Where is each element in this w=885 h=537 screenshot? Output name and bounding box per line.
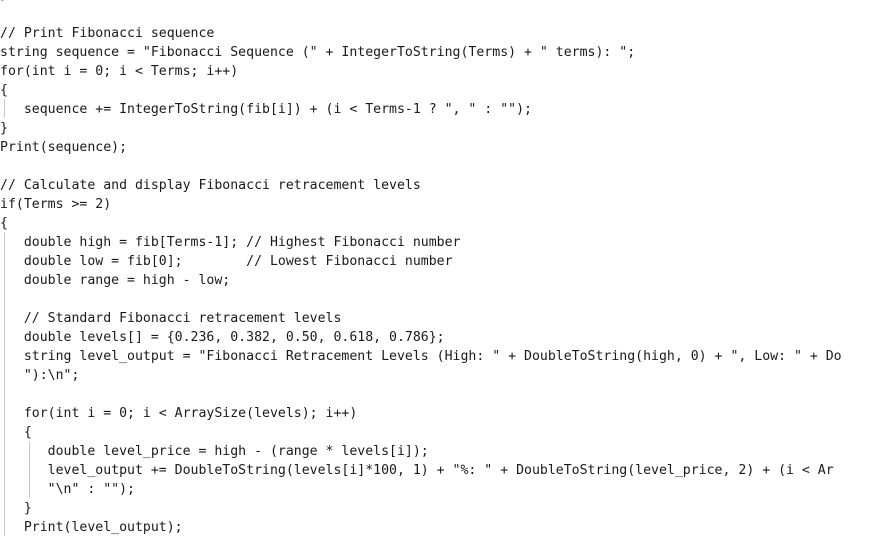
code-line: "\n" : ""); (0, 482, 135, 497)
code-line: sequence += IntegerToString(fib[i]) + (i… (0, 102, 532, 117)
code-line: double low = fib[0]; // Lowest Fibonacci… (0, 254, 453, 269)
code-line: double high = fib[Terms-1]; // Highest F… (0, 235, 461, 250)
code-line: Print(sequence); (0, 140, 128, 155)
code-line: // Standard Fibonacci retracement levels (0, 311, 342, 326)
indent-guide (4, 99, 5, 118)
code-line: double range = high - low; (0, 273, 231, 288)
code-line: for(int i = 0; i < ArraySize(levels); i+… (0, 406, 358, 421)
code-line: level_output += DoubleToString(levels[i]… (0, 463, 834, 478)
code-line: { (0, 216, 8, 231)
code-line: { (0, 425, 32, 440)
code-line: if(Terms >= 2) (0, 197, 112, 212)
code-line: // Print Fibonacci sequence (0, 26, 215, 41)
code-line: "):\n"; (0, 368, 80, 383)
code-line: } (0, 121, 8, 136)
code-line: } (0, 0, 8, 4)
code-line: Print(level_output); (0, 520, 183, 535)
code-line: double level_price = high - (range * lev… (0, 444, 429, 459)
code-line: string level_output = "Fibonacci Retrace… (0, 349, 842, 364)
indent-guide (4, 232, 5, 536)
code-line: } (0, 501, 32, 516)
code-line: string sequence = "Fibonacci Sequence ("… (0, 45, 636, 60)
code-line: double levels[] = {0.236, 0.382, 0.50, 0… (0, 330, 445, 345)
indent-guide (29, 441, 30, 498)
code-line: // Calculate and display Fibonacci retra… (0, 178, 421, 193)
code-line: { (0, 83, 8, 98)
code-line: for(int i = 0; i < Terms; i++) (0, 64, 239, 79)
